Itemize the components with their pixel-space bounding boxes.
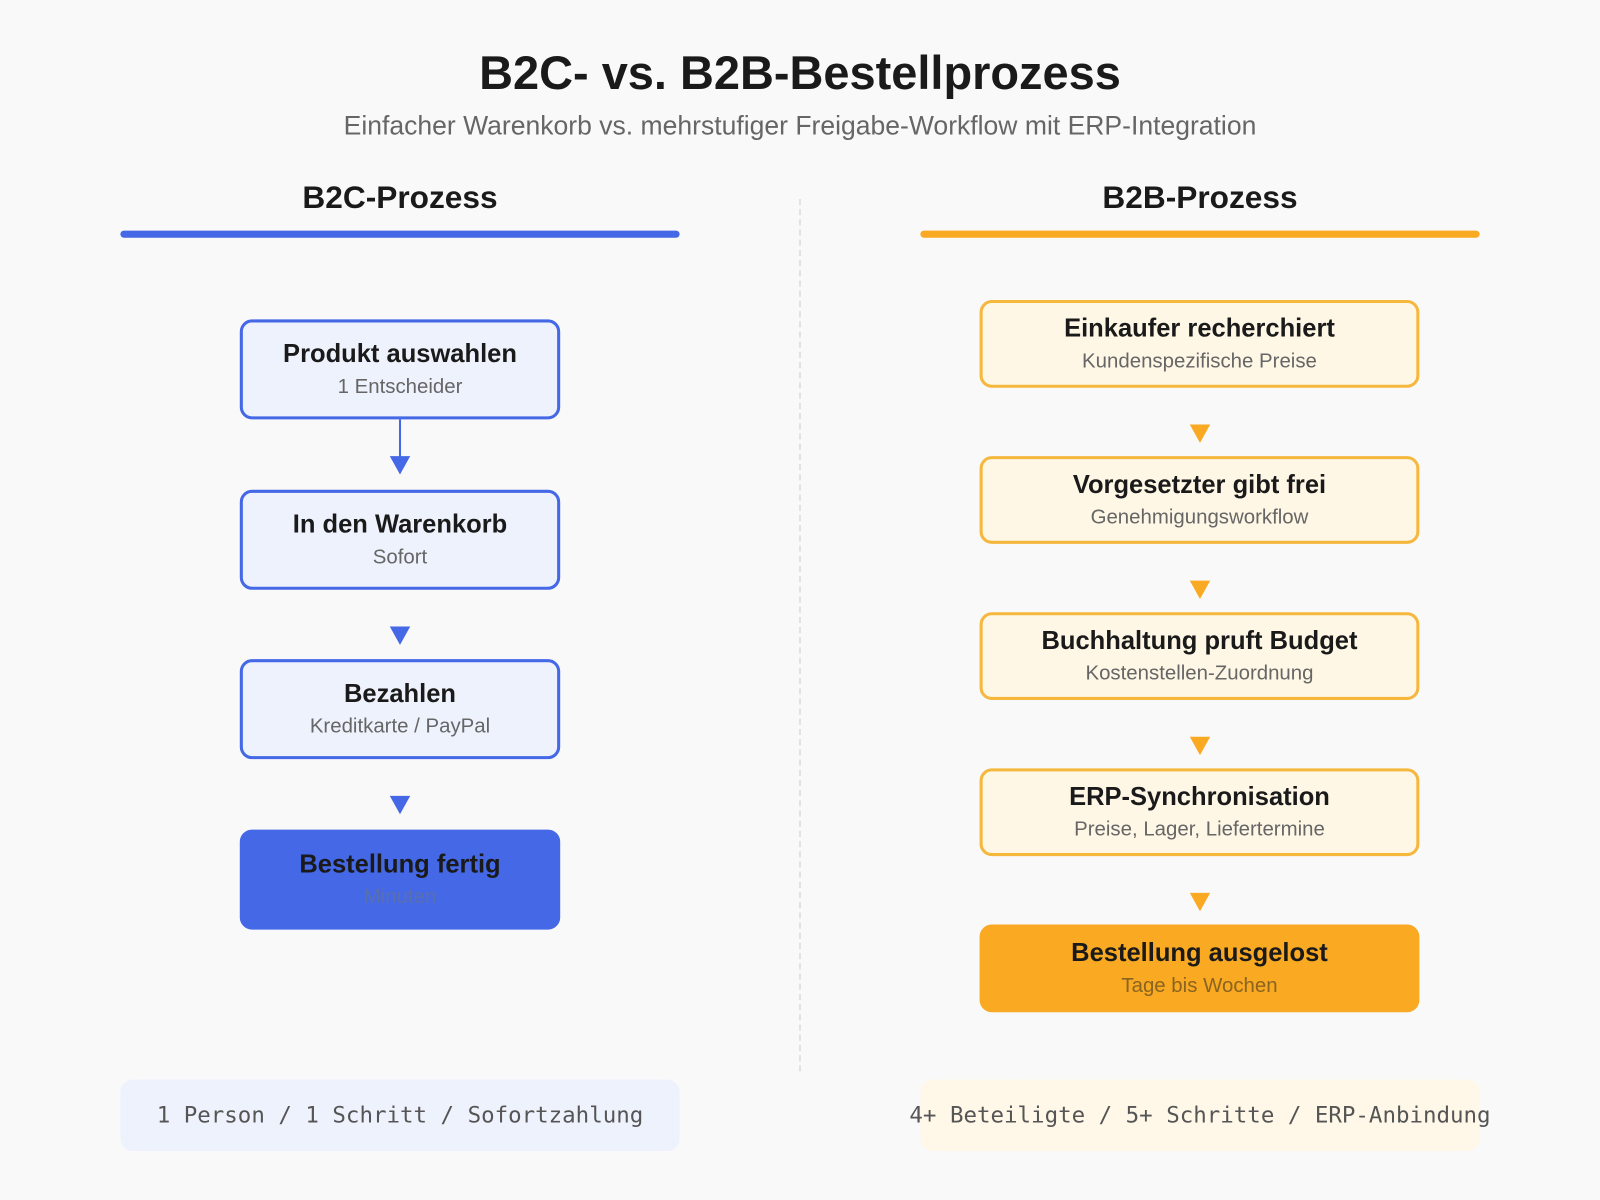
step-title: Einkaufer recherchiert: [1064, 314, 1335, 343]
step-subtitle: Tage bis Wochen: [1121, 974, 1278, 997]
b2c-heading: B2C-Prozess: [302, 179, 498, 216]
step-subtitle: Minuten: [363, 885, 437, 909]
step-subtitle: Kreditkarte / PayPal: [309, 715, 491, 738]
step-title: Produkt auswahlen: [283, 339, 517, 369]
step-subtitle: Genehmigungsworkflow: [1090, 506, 1309, 529]
step-title: ERP-Synchronisation: [1069, 782, 1330, 812]
b2c-heading-bar: [120, 230, 680, 238]
b2c-summary: 1 Person / 1 Schritt / Sofortzahlung: [120, 1079, 680, 1152]
b2b-heading-bar: [920, 230, 1480, 238]
b2b-heading: B2B-Prozess: [1102, 179, 1298, 216]
step-subtitle: Kundenspezifische Preise: [1082, 349, 1317, 373]
b2b-step-3: Buchhaltung pruft Budget Kostenstellen-Z…: [979, 612, 1420, 700]
arrow-down-icon: [1189, 424, 1211, 443]
b2b-step-4: ERP-Synchronisation Preise, Lager, Liefe…: [979, 768, 1420, 857]
step-title: Vorgesetzter gibt frei: [1072, 470, 1327, 499]
diagram-title: B2C- vs. B2B-Bestellprozess: [479, 45, 1121, 99]
step-title: In den Warenkorb: [292, 510, 508, 539]
step-subtitle: 1 Entscheider: [337, 375, 463, 398]
connector-line: [398, 419, 402, 459]
arrow-down-icon: [389, 456, 411, 475]
b2b-summary: 4+ Beteiligte / 5+ Schritte / ERP-Anbind…: [909, 1079, 1491, 1152]
arrow-down-icon: [389, 795, 411, 815]
column-divider: [798, 198, 802, 1072]
step-subtitle: Preise, Lager, Liefertermine: [1074, 818, 1325, 841]
step-subtitle: Sofort: [372, 545, 428, 569]
arrow-down-icon: [389, 626, 411, 645]
b2c-step-final: Bestellung fertig Minuten: [239, 829, 561, 930]
arrow-down-icon: [1189, 736, 1211, 756]
b2b-step-final: Bestellung ausgelost Tage bis Wochen: [979, 924, 1420, 1013]
b2c-step-2: In den Warenkorb Sofort: [239, 489, 561, 590]
step-title: Bestellung ausgelost: [1071, 938, 1328, 968]
b2b-step-1: Einkaufer recherchiert Kundenspezifische…: [979, 299, 1420, 388]
step-title: Bestellung fertig: [299, 849, 501, 879]
step-title: Bezahlen: [343, 679, 456, 709]
step-subtitle: Kostenstellen-Zuordnung: [1085, 662, 1314, 685]
b2b-step-2: Vorgesetzter gibt frei Genehmigungsworkf…: [979, 456, 1420, 544]
diagram-subtitle: Einfacher Warenkorb vs. mehrstufiger Fre…: [343, 110, 1257, 141]
arrow-down-icon: [1189, 892, 1211, 912]
b2c-step-3: Bezahlen Kreditkarte / PayPal: [239, 659, 561, 760]
step-title: Buchhaltung pruft Budget: [1041, 626, 1358, 656]
arrow-down-icon: [1189, 580, 1211, 599]
b2c-step-1: Produkt auswahlen 1 Entscheider: [239, 319, 561, 420]
